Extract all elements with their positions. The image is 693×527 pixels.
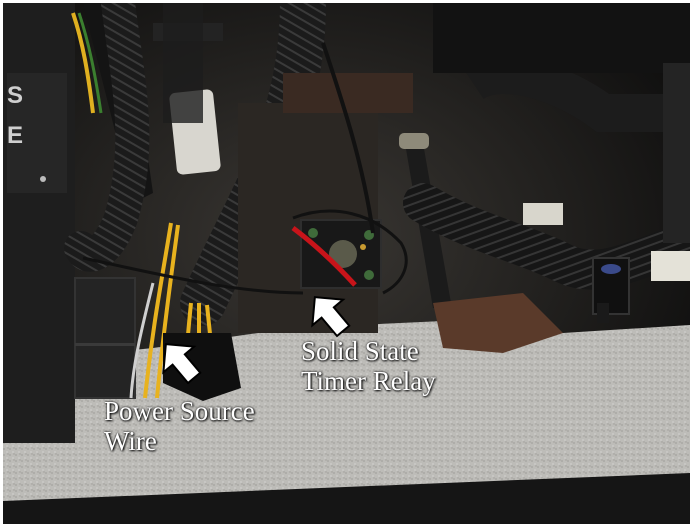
connector-right-1 [523, 203, 563, 225]
connector-right-2 [651, 251, 690, 281]
left-panel [3, 3, 75, 443]
arrow-icon [162, 343, 202, 385]
panel-letters: S [7, 82, 23, 109]
floor-trim [3, 473, 690, 524]
power-source-wire-label: Power Source Wire [104, 396, 255, 456]
relay-red-wire [291, 226, 357, 287]
svg-text:E: E [7, 122, 23, 149]
conduit-left [64, 3, 150, 272]
timer-relay [300, 219, 382, 289]
solid-state-timer-relay-label: Solid State Timer Relay [301, 336, 436, 396]
conduit-right [403, 183, 690, 290]
relay-box-left [74, 277, 136, 399]
caption-line: Power Source [104, 396, 255, 426]
arrow-icon [311, 296, 351, 338]
pedal-bracket [433, 293, 563, 353]
under-dash-photo: S E [3, 3, 690, 524]
caption-line: Timer Relay [301, 366, 436, 396]
photo-frame: S E [3, 3, 690, 524]
caption-line: Solid State [301, 336, 419, 366]
caption-line: Wire [104, 426, 157, 456]
